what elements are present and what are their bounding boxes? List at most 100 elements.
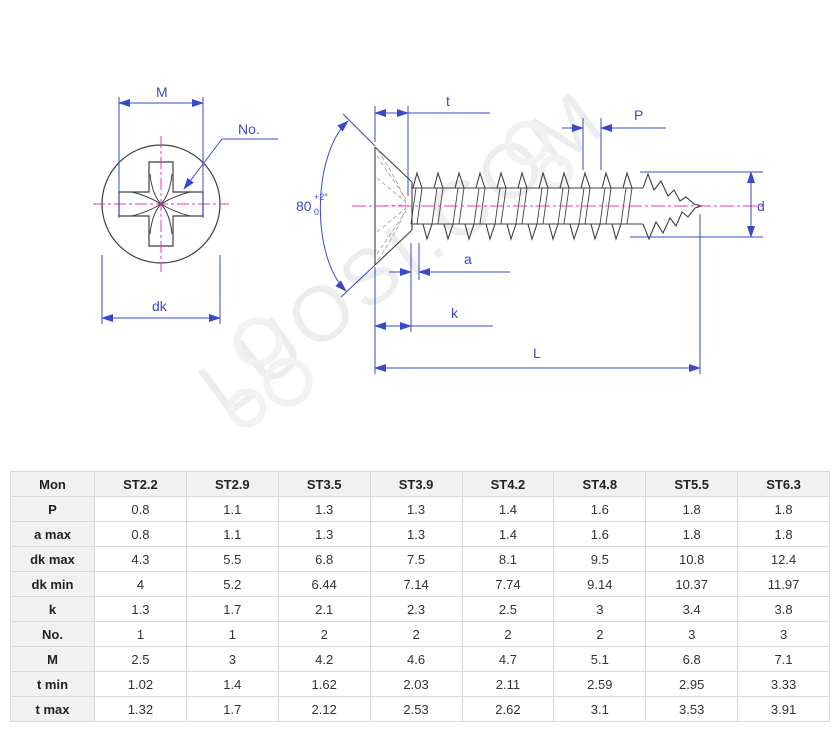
table-cell: 7.1	[737, 646, 830, 672]
angle-value-label: 80	[296, 198, 312, 214]
table-cell: 2.12	[277, 696, 371, 722]
table-cell: 1.8	[737, 521, 830, 547]
dimension-a	[389, 243, 510, 332]
head-cone-bottom	[374, 229, 413, 266]
table-cell: 3	[645, 621, 739, 647]
table-cell: 1.62	[277, 671, 371, 697]
table-cell: 4	[94, 571, 187, 597]
table-cell: 1.02	[94, 671, 187, 697]
row-label: t max	[10, 696, 95, 722]
callout-no-label: No.	[238, 121, 260, 137]
table-cell: 1.4	[461, 521, 555, 547]
column-header: ST4.2	[461, 471, 555, 497]
table-cell: 3.8	[737, 596, 830, 622]
table-cell: 2	[277, 621, 371, 647]
angle-tolerance-lower: 0	[314, 207, 319, 217]
table-cell: 4.6	[369, 646, 463, 672]
dimension-p-label: P	[634, 107, 643, 123]
dimension-p	[562, 118, 666, 170]
table-cell: 1.7	[185, 696, 279, 722]
table-cell: 3.33	[737, 671, 830, 697]
table-cell: 2	[369, 621, 463, 647]
table-cell: 11.97	[737, 571, 830, 597]
table-cell: 8.1	[461, 546, 555, 572]
phillips-cross-wings	[131, 173, 191, 235]
callout-no	[183, 138, 278, 190]
dimension-dk	[101, 255, 221, 324]
table-cell: 9.14	[553, 571, 647, 597]
table-cell: 1.32	[94, 696, 187, 722]
table-cell: 7.14	[369, 571, 463, 597]
table-cell: 3.53	[645, 696, 739, 722]
table-cell: 1.1	[185, 521, 279, 547]
dimension-m-label: M	[156, 84, 168, 100]
watermark-rings	[227, 120, 574, 428]
column-header: ST4.8	[553, 471, 647, 497]
technical-drawing: LUOSI.COM M	[93, 72, 765, 433]
dimension-d-label: d	[757, 198, 765, 214]
dimension-m	[118, 97, 204, 218]
table-cell: 1	[185, 621, 279, 647]
thread-crests-bottom	[422, 223, 622, 241]
dimension-a-label: a	[464, 251, 472, 267]
table-cell: 2.53	[369, 696, 463, 722]
table-cell: 5.1	[553, 646, 647, 672]
table-cell: 3.1	[553, 696, 647, 722]
table-cell: 2.1	[277, 596, 371, 622]
table-cell: 1.4	[185, 671, 279, 697]
row-label: k	[10, 596, 95, 622]
table-cell: 1.3	[369, 496, 463, 522]
table-cell: 2	[553, 621, 647, 647]
table-cell: 10.8	[645, 546, 739, 572]
table-cell: 1.3	[277, 496, 371, 522]
dimension-t	[374, 106, 490, 196]
table-cell: 1.3	[94, 596, 187, 622]
table-cell: 9.5	[553, 546, 647, 572]
head-hidden-lines	[376, 149, 407, 261]
table-cell: 5.2	[185, 571, 279, 597]
column-header: ST5.5	[645, 471, 739, 497]
table-cell: 4.2	[277, 646, 371, 672]
dimension-d	[630, 171, 763, 238]
table-cell: 4.7	[461, 646, 555, 672]
table-cell: 0.8	[94, 496, 187, 522]
table-cell: 1.7	[185, 596, 279, 622]
table-cell: 2	[461, 621, 555, 647]
table-cell: 7.5	[369, 546, 463, 572]
table-cell: 1.6	[553, 496, 647, 522]
row-label: M	[10, 646, 95, 672]
column-header: ST6.3	[737, 471, 830, 497]
screw-tip	[642, 172, 703, 241]
table-cell: 5.5	[185, 546, 279, 572]
table-cell: 2.11	[461, 671, 555, 697]
table-cell: 2.62	[461, 696, 555, 722]
table-cell: 3.91	[737, 696, 830, 722]
dimension-k	[374, 267, 493, 374]
screw-drawing-svg: LUOSI.COM M	[93, 72, 765, 433]
table-cell: 2.59	[553, 671, 647, 697]
table-cell: 1.3	[369, 521, 463, 547]
table-cell: 1	[94, 621, 187, 647]
top-view-centerlines	[93, 136, 229, 272]
row-label: No.	[10, 621, 95, 647]
table-cell: 12.4	[737, 546, 830, 572]
table-cell: 1.1	[185, 496, 279, 522]
table-cell: 3	[737, 621, 830, 647]
table-cell: 1.6	[553, 521, 647, 547]
column-header: ST3.9	[369, 471, 463, 497]
column-header: ST3.5	[277, 471, 371, 497]
table-cell: 1.3	[277, 521, 371, 547]
table-cell: 10.37	[645, 571, 739, 597]
table-cell: 2.3	[369, 596, 463, 622]
row-label: a max	[10, 521, 95, 547]
